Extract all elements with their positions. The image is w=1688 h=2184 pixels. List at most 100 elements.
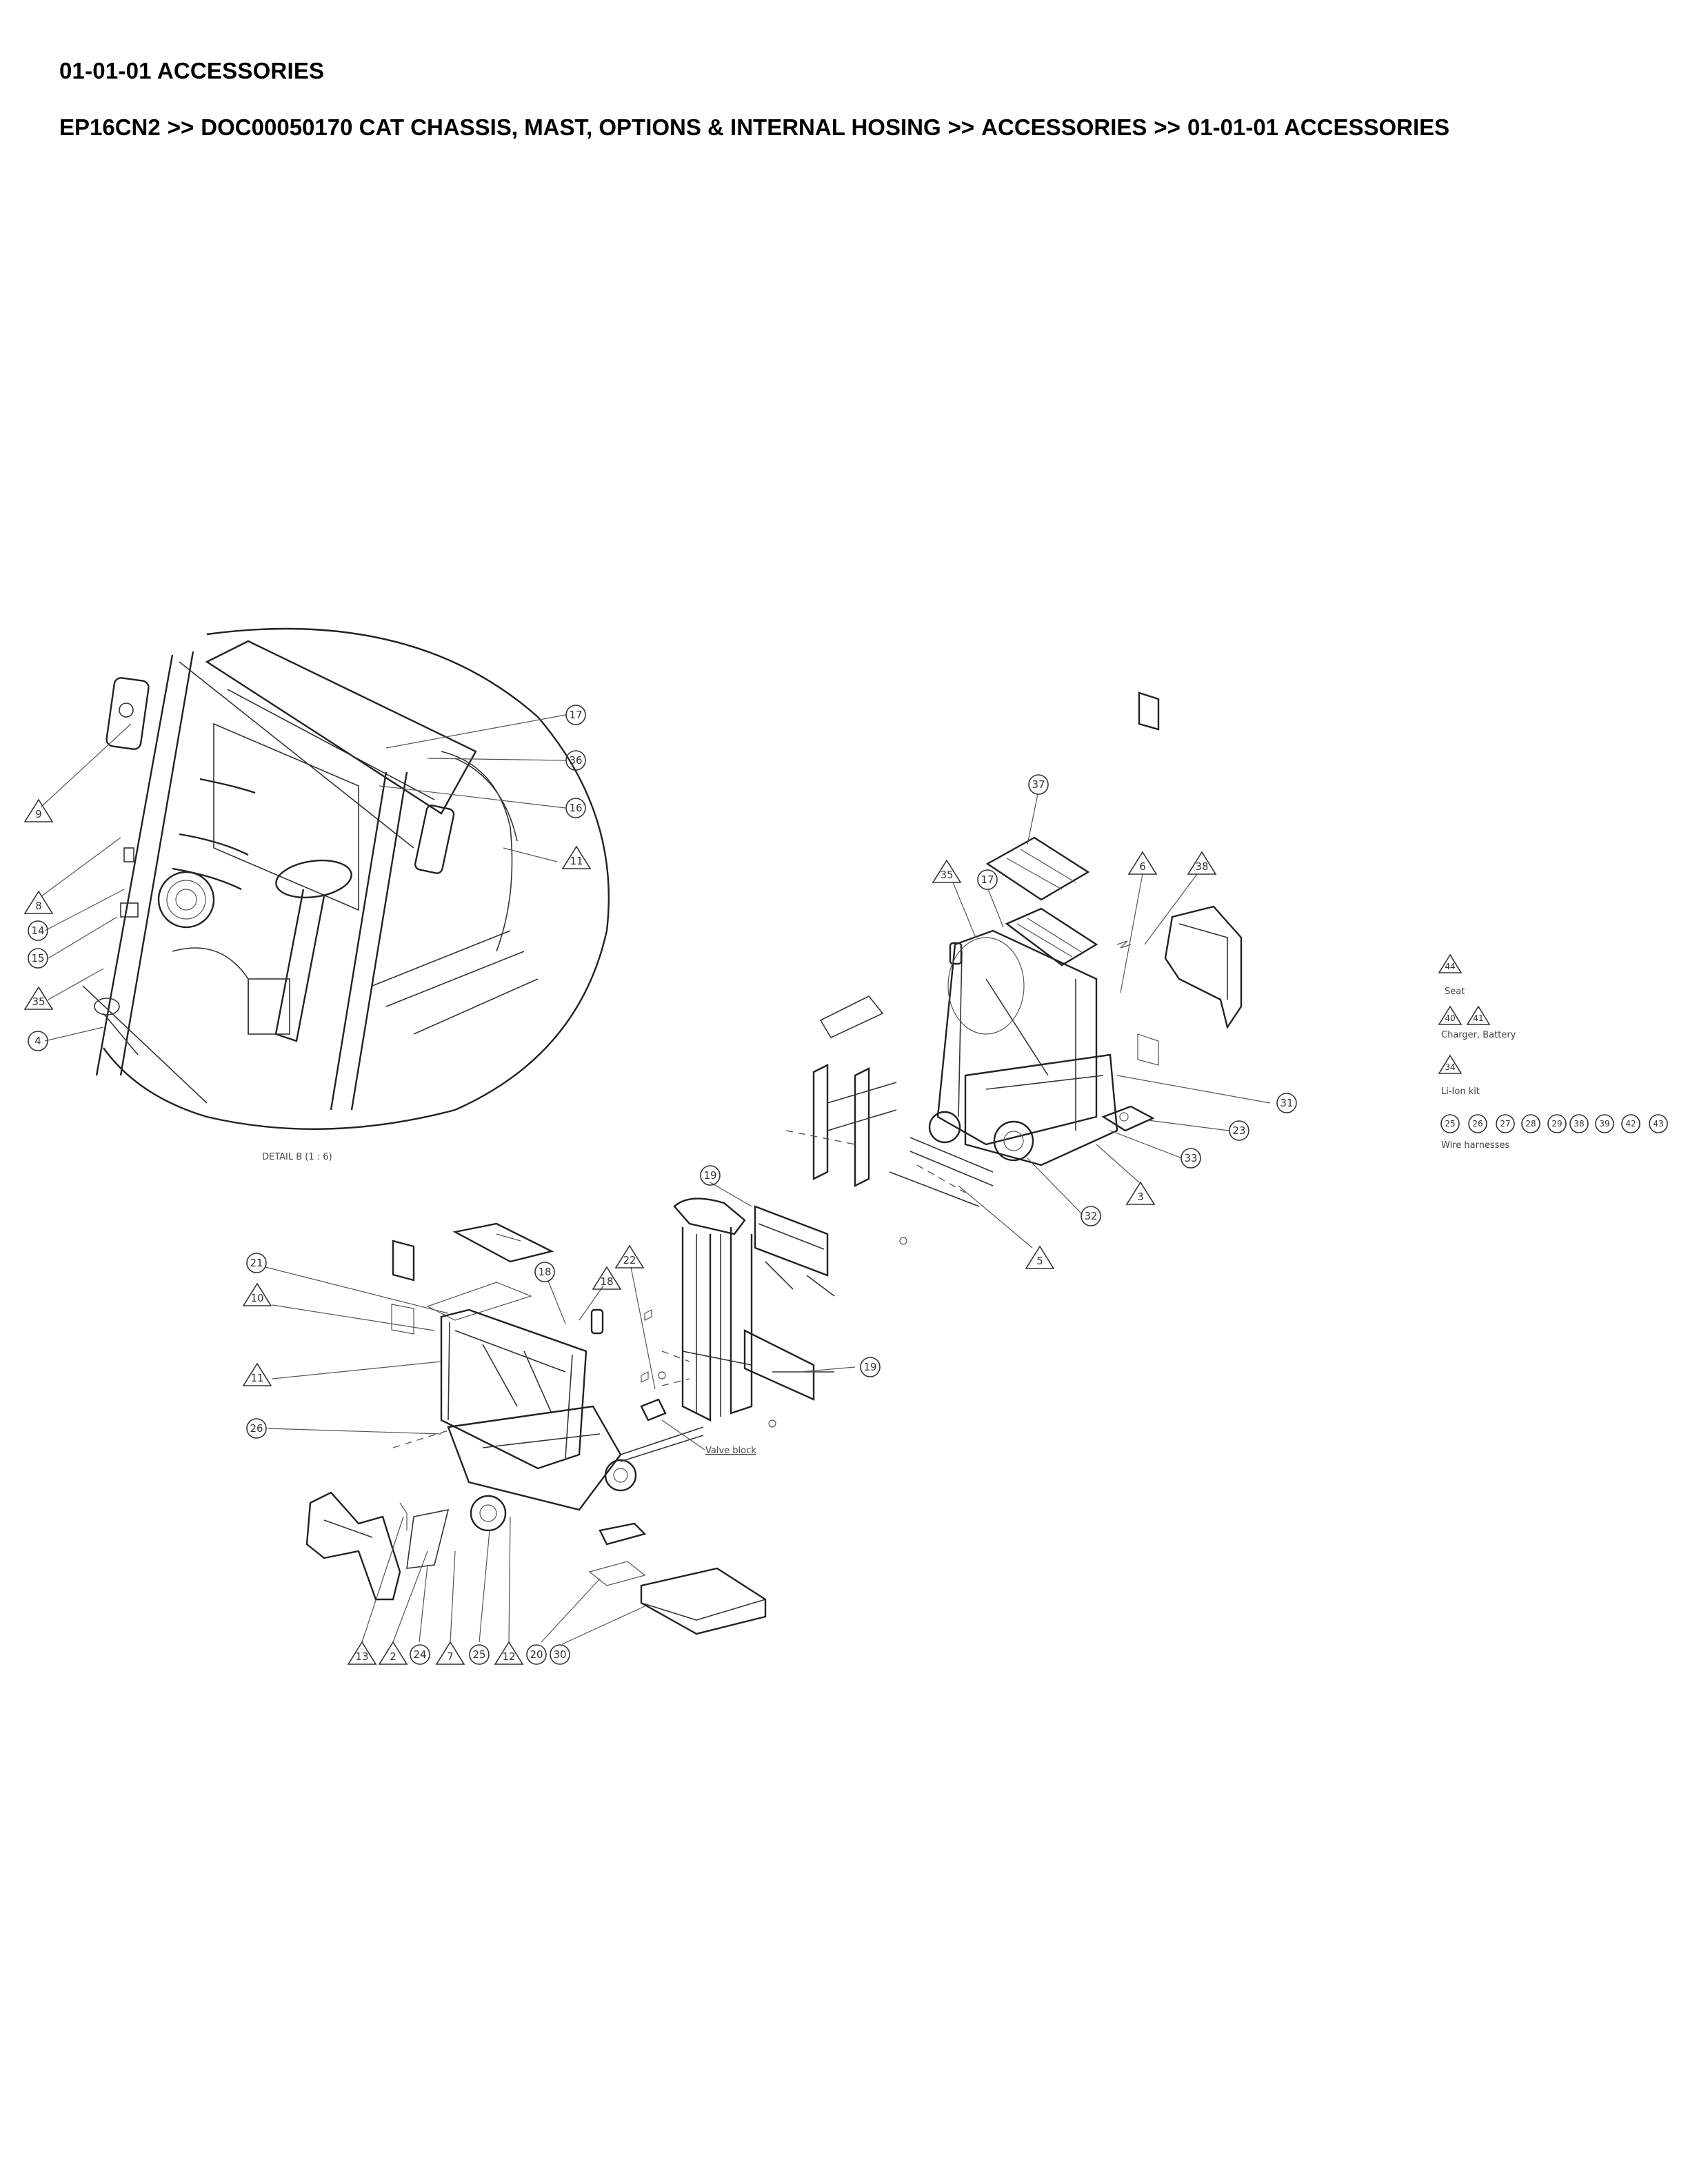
svg-text:17: 17 — [981, 873, 994, 886]
svg-text:35: 35 — [940, 869, 953, 881]
svg-text:25: 25 — [1445, 1119, 1455, 1129]
callout-8-detail[interactable]: 8 — [23, 890, 54, 914]
breadcrumb-separator: >> — [947, 114, 975, 140]
breadcrumb-separator: >> — [167, 114, 194, 140]
svg-text:35: 35 — [32, 995, 45, 1008]
callout-20[interactable]: 20 — [526, 1644, 547, 1665]
valve-block-label: Valve block — [705, 1446, 756, 1456]
svg-text:44: 44 — [1445, 962, 1455, 971]
legend-callout-28[interactable]: 28 — [1521, 1114, 1540, 1133]
breadcrumb-item-current[interactable]: 01-01-01 ACCESSORIES — [1187, 114, 1450, 140]
callout-19-upper[interactable]: 19 — [700, 1165, 721, 1186]
svg-text:30: 30 — [553, 1648, 566, 1661]
svg-text:6: 6 — [1139, 860, 1146, 873]
legend-callout-29[interactable]: 29 — [1547, 1114, 1567, 1133]
breadcrumb: EP16CN2>>DOC00050170 CAT CHASSIS, MAST, … — [59, 114, 1449, 141]
svg-text:9: 9 — [35, 808, 42, 820]
svg-text:3: 3 — [1137, 1191, 1144, 1203]
legend-callout-43[interactable]: 43 — [1649, 1114, 1668, 1133]
svg-text:43: 43 — [1653, 1119, 1663, 1129]
left-truck-leaders — [265, 1182, 856, 1645]
breadcrumb-separator: >> — [1154, 114, 1180, 140]
callout-11-detail[interactable]: 11 — [561, 845, 592, 869]
breadcrumb-item-document[interactable]: DOC00050170 CAT CHASSIS, MAST, OPTIONS &… — [201, 114, 941, 140]
svg-text:33: 33 — [1184, 1152, 1197, 1164]
callout-17-detail[interactable]: 17 — [565, 705, 586, 725]
center-mast-assembly — [641, 1197, 835, 1428]
svg-text:19: 19 — [863, 1361, 876, 1373]
svg-text:26: 26 — [1472, 1119, 1483, 1129]
legend-callout-38[interactable]: 38 — [1569, 1114, 1589, 1133]
legend-callout-41[interactable]: 41 — [1466, 1005, 1491, 1025]
svg-text:13: 13 — [355, 1650, 368, 1663]
callout-13[interactable]: 13 — [347, 1641, 377, 1665]
callout-3[interactable]: 3 — [1125, 1181, 1156, 1205]
svg-text:7: 7 — [447, 1650, 454, 1663]
svg-text:4: 4 — [34, 1035, 41, 1047]
callout-10[interactable]: 10 — [242, 1282, 272, 1306]
callout-6[interactable]: 6 — [1127, 851, 1158, 875]
legend-callout-39[interactable]: 39 — [1595, 1114, 1614, 1133]
legend-callout-34[interactable]: 34 — [1438, 1054, 1463, 1074]
detail-b-view — [82, 627, 610, 1130]
callout-7[interactable]: 7 — [435, 1641, 465, 1665]
callout-15-detail[interactable]: 15 — [28, 948, 48, 969]
svg-text:34: 34 — [1445, 1062, 1455, 1072]
callout-35-detail[interactable]: 35 — [23, 986, 54, 1010]
detail-callouts — [41, 714, 566, 1042]
right-truck-assembly — [785, 691, 1243, 1245]
callout-5[interactable]: 5 — [1025, 1245, 1055, 1269]
callout-18-circle[interactable]: 18 — [534, 1262, 555, 1282]
svg-text:29: 29 — [1551, 1119, 1562, 1129]
svg-text:22: 22 — [623, 1254, 636, 1266]
page-title: 01-01-01 ACCESSORIES — [59, 58, 325, 83]
callout-33[interactable]: 33 — [1180, 1148, 1201, 1169]
svg-text:16: 16 — [569, 802, 582, 814]
svg-text:17: 17 — [569, 709, 582, 721]
callout-21[interactable]: 21 — [246, 1253, 267, 1273]
callout-25[interactable]: 25 — [469, 1644, 490, 1665]
svg-text:18: 18 — [538, 1266, 551, 1278]
callout-31[interactable]: 31 — [1276, 1093, 1297, 1113]
callout-19-lower[interactable]: 19 — [860, 1357, 881, 1377]
callout-11[interactable]: 11 — [242, 1362, 272, 1386]
svg-text:20: 20 — [530, 1648, 543, 1661]
svg-text:40: 40 — [1445, 1013, 1455, 1023]
legend-callout-26[interactable]: 26 — [1468, 1114, 1487, 1133]
callout-26[interactable]: 26 — [246, 1418, 267, 1439]
callout-2[interactable]: 2 — [378, 1641, 408, 1665]
svg-text:31: 31 — [1280, 1097, 1293, 1109]
svg-text:28: 28 — [1525, 1119, 1536, 1129]
legend-callout-44[interactable]: 44 — [1438, 953, 1463, 973]
svg-text:21: 21 — [250, 1257, 263, 1269]
callout-36-detail[interactable]: 36 — [565, 750, 586, 771]
breadcrumb-item-section[interactable]: ACCESSORIES — [981, 114, 1147, 140]
callout-24[interactable]: 24 — [410, 1644, 430, 1665]
svg-text:37: 37 — [1032, 778, 1045, 791]
breadcrumb-item-model[interactable]: EP16CN2 — [59, 114, 161, 140]
callout-4-detail[interactable]: 4 — [28, 1031, 48, 1051]
legend-callout-25[interactable]: 25 — [1440, 1114, 1460, 1133]
callout-35[interactable]: 35 — [932, 859, 962, 883]
callout-17[interactable]: 17 — [977, 869, 998, 890]
legend-wire-harnesses-label: Wire harnesses — [1441, 1140, 1509, 1151]
callout-22[interactable]: 22 — [614, 1244, 645, 1268]
callout-18-triangle[interactable]: 18 — [592, 1266, 622, 1290]
svg-text:26: 26 — [250, 1422, 263, 1435]
callout-23[interactable]: 23 — [1229, 1120, 1249, 1141]
svg-text:32: 32 — [1084, 1210, 1097, 1222]
legend-callout-40[interactable]: 40 — [1438, 1005, 1463, 1025]
callout-16-detail[interactable]: 16 — [565, 798, 586, 818]
legend-callout-27[interactable]: 27 — [1496, 1114, 1515, 1133]
callout-32[interactable]: 32 — [1081, 1206, 1101, 1226]
callout-30[interactable]: 30 — [550, 1644, 570, 1665]
callout-14-detail[interactable]: 14 — [28, 920, 48, 941]
svg-text:41: 41 — [1473, 1013, 1483, 1023]
callout-9-detail[interactable]: 9 — [23, 798, 54, 822]
legend-callout-42[interactable]: 42 — [1621, 1114, 1640, 1133]
callout-37[interactable]: 37 — [1028, 774, 1049, 795]
svg-text:19: 19 — [703, 1169, 716, 1182]
callout-38[interactable]: 38 — [1187, 851, 1217, 875]
callout-12[interactable]: 12 — [494, 1641, 524, 1665]
svg-text:11: 11 — [570, 855, 583, 867]
